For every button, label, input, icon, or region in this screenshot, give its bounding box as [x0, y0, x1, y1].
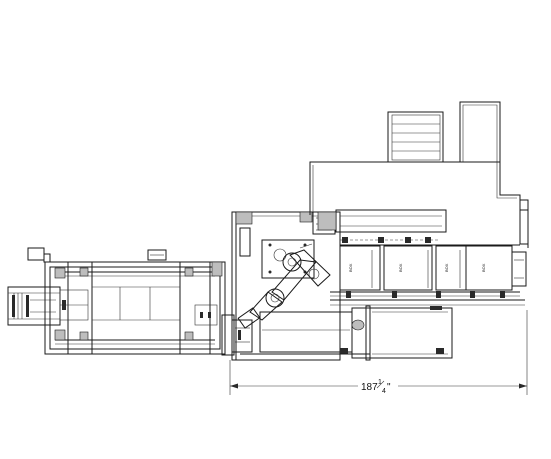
robot-cell-frame [231, 211, 341, 361]
box-label: BOX [481, 263, 486, 272]
robot-arm [237, 243, 331, 329]
pallet-conveyor [240, 305, 453, 361]
infeed-conveyor [7, 286, 61, 326]
box-label: BOX [398, 263, 403, 272]
box-label: BOX [348, 263, 353, 272]
box-label: BOX [444, 263, 449, 272]
transfer-section [221, 314, 253, 356]
dimension-unit: " [387, 382, 391, 393]
dimension-denominator: 4 [382, 388, 386, 395]
case-conveyor-area: BOX BOX BOX BOX [317, 209, 527, 306]
overall-length-dimension: 187 1 4 " [229, 310, 528, 395]
dimension-numerator: 1 [378, 379, 382, 386]
safety-fence [309, 101, 529, 248]
main-machine-frame [27, 247, 226, 355]
dimension-whole: 187 [361, 382, 378, 393]
